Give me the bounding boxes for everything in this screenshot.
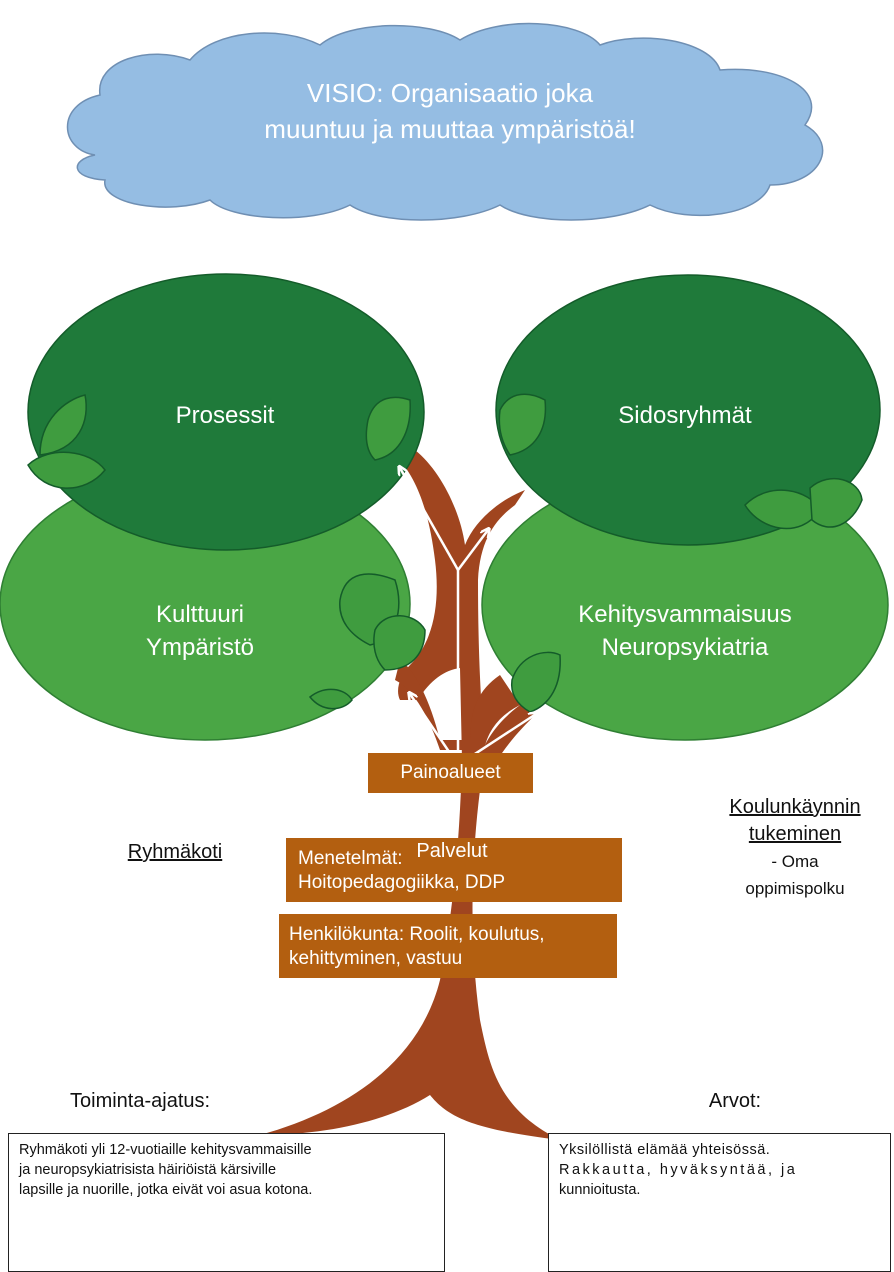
kulttuuri-line-1: Kulttuuri [155,601,245,628]
koulunkaynti-line-4: oppimispolku [745,879,845,898]
henkilokunta-box: Henkilökunta: Roolit, koulutus, kehittym… [279,914,617,978]
henkilokunta-line-1: Henkilökunta: Roolit, koulutus, [289,924,545,945]
label-kehitysvammaisuus: Kehitysvammaisuus Neuropsykiatria [545,598,825,664]
service-ryhmakoti: Ryhmäkoti [127,841,223,863]
koulunkaynti-line-2: tukeminen [748,823,842,845]
koulunkaynti-line-3: - Oma [771,852,819,871]
kehitys-line-2: Neuropsykiatria [601,634,769,661]
arvot-heading: Arvot: [708,1090,762,1112]
label-prosessit: Prosessit [175,402,275,429]
canopy-top-left [27,273,425,551]
label-kulttuuri: Kulttuuri Ympäristö [90,598,310,664]
vision-cloud [66,22,824,221]
label-palvelut: Palvelut [416,840,488,862]
kulttuuri-line-2: Ympäristö [145,634,255,661]
toiminta-box: Ryhmäkoti yli 12-vuotiaille kehitysvamma… [8,1133,445,1272]
canopy-top-right [495,274,881,546]
koulunkaynti-line-1: Koulunkäynnin [729,796,861,818]
service-koulunkaynti: Koulunkäynnin tukeminen - Oma oppimispol… [700,794,890,902]
vision-text: VISIO: Organisaatio joka muuntuu ja muut… [200,75,700,147]
menetelmat-line-1: Menetelmät: [298,848,403,869]
toiminta-line-2: ja neuropsykiatrisista häiriöistä kärsiv… [19,1162,277,1178]
arvot-line-3: kunnioitusta. [559,1182,641,1198]
vision-line-2: muuntuu ja muuttaa ympäristöä! [264,114,636,144]
kehitys-line-1: Kehitysvammaisuus [578,601,792,628]
menetelmat-box: Menetelmät: Hoitopedagogiikka, DDP [286,838,622,902]
arvot-line-2: Rakkautta, hyväksyntää, ja [559,1162,798,1178]
vision-line-1: VISIO: Organisaatio joka [306,78,594,108]
toiminta-line-3: lapsille ja nuorille, jotka eivät voi as… [19,1182,313,1198]
toiminta-heading: Toiminta-ajatus: [70,1090,211,1112]
label-sidosryhmat: Sidosryhmät [618,402,752,429]
arvot-box: Yksilöllistä elämää yhteisössä. Rakkautt… [548,1133,891,1272]
arvot-line-1: Yksilöllistä elämää yhteisössä. [559,1142,771,1158]
menetelmat-line-2: Hoitopedagogiikka, DDP [298,872,506,893]
henkilokunta-line-2: kehittyminen, vastuu [289,948,463,969]
painoalueet-box: Painoalueet [368,753,533,793]
leaf-icon [27,393,863,713]
toiminta-line-1: Ryhmäkoti yli 12-vuotiaille kehitysvamma… [19,1142,312,1158]
